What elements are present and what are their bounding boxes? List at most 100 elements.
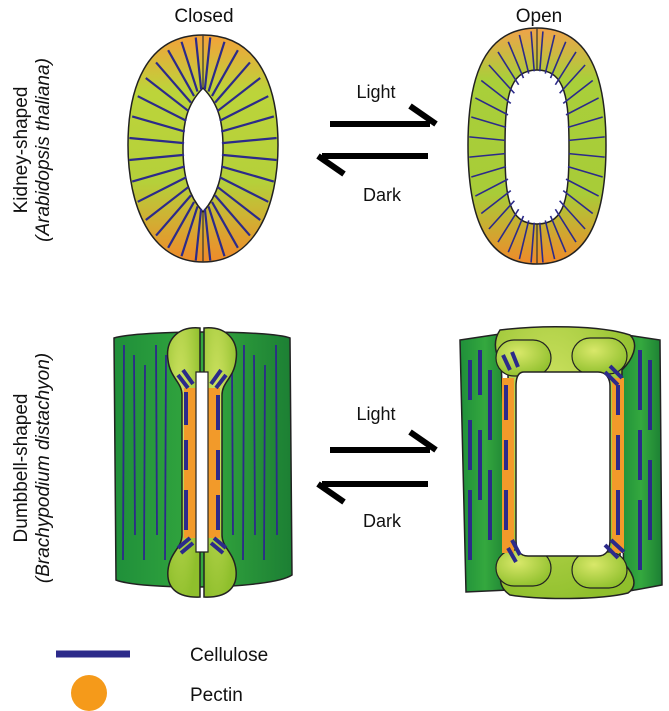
cellulose-fibril xyxy=(538,222,544,263)
arrow-group-top: Light Dark xyxy=(316,82,438,205)
cellulose-fibril xyxy=(544,220,556,260)
cellulose-fibril xyxy=(180,41,199,92)
column-header-open: Open xyxy=(516,6,562,27)
arrow-right-icon xyxy=(330,103,438,127)
cellulose-fibril xyxy=(155,61,192,104)
dumbbell-open-stoma xyxy=(459,325,663,600)
cellulose-fibril xyxy=(559,200,586,230)
arrow-label-dark-2: Dark xyxy=(363,511,402,531)
cellulose-fibril xyxy=(554,208,577,243)
cellulose-fibril xyxy=(131,115,186,133)
cellulose-fibril xyxy=(567,165,603,178)
kidney-open-stoma xyxy=(467,27,607,265)
cellulose-fibril xyxy=(544,34,556,74)
cellulose-fibril xyxy=(217,186,261,221)
cellulose-fibril xyxy=(137,95,187,122)
cellulose-fibril xyxy=(518,220,530,260)
cellulose-fibril xyxy=(518,34,530,74)
cellulose-fibril xyxy=(559,64,586,94)
cellulose-fibril xyxy=(207,206,226,257)
cellulose-fibril xyxy=(231,364,234,536)
cellulose-fibril xyxy=(488,200,515,230)
row-label-dumbbell-species: (Brachypodium distachyon) xyxy=(33,353,54,583)
cellulose-fibril xyxy=(562,189,594,215)
cellulose-fibril xyxy=(530,31,536,72)
cellulose-fibril xyxy=(469,136,506,142)
row-label-dumbbell: Dumbbell-shaped (Brachypodium distachyon… xyxy=(11,353,54,583)
cellulose-fibril xyxy=(549,215,567,253)
cellulose-fibril xyxy=(549,41,567,79)
arrow-group-bottom: Light Dark xyxy=(316,404,438,531)
cellulose-fibril xyxy=(471,165,507,178)
arrow-left-icon xyxy=(316,153,428,177)
cellulose-fibril xyxy=(488,64,515,94)
cellulose-fibril xyxy=(568,152,605,158)
cellulose-fibril xyxy=(567,116,603,129)
cellulose-fibril xyxy=(242,344,245,561)
cellulose-fibril xyxy=(210,49,239,97)
cellulose-fibril xyxy=(155,194,192,237)
cellulose-fibril xyxy=(203,37,212,90)
cellulose-fibril xyxy=(480,189,512,215)
cellulose-fibril xyxy=(263,364,266,561)
legend: Cellulose Pectin xyxy=(56,645,268,711)
cellulose-fibril xyxy=(194,208,203,261)
cellulose-fibril xyxy=(143,364,146,561)
cellulose-fibril xyxy=(219,95,269,122)
cellulose-fibril xyxy=(167,201,196,249)
arrow-right-icon-2 xyxy=(330,429,438,453)
cellulose-fibril xyxy=(180,206,199,257)
cellulose-legend-label: Cellulose xyxy=(190,645,268,666)
cellulose-fibril xyxy=(220,115,275,133)
cellulose-fibril xyxy=(210,201,239,249)
cellulose-fibril xyxy=(214,61,251,104)
cellulose-fibril xyxy=(220,165,275,183)
pectin-legend-swatch xyxy=(71,675,107,711)
cellulose-fibril xyxy=(507,41,525,79)
cellulose-fibril xyxy=(507,215,525,253)
cellulose-fibril xyxy=(129,136,185,145)
cellulose-fibril xyxy=(565,97,599,116)
arrow-left-icon-2 xyxy=(316,481,428,505)
cellulose-fibril xyxy=(133,354,136,536)
row-label-dumbbell-shape: Dumbbell-shaped xyxy=(11,394,32,543)
cellulose-fibril xyxy=(497,51,520,86)
pectin-legend-label: Pectin xyxy=(190,685,243,706)
cellulose-fibril xyxy=(217,77,261,112)
cellulose-fibril xyxy=(554,51,577,86)
cellulose-fibril xyxy=(122,344,125,561)
cellulose-fibril xyxy=(221,153,277,162)
cellulose-fibril xyxy=(155,344,158,536)
dumbbell-closed-stoma xyxy=(113,327,293,598)
column-header-closed: Closed xyxy=(174,6,233,27)
arrow-label-light-2: Light xyxy=(356,404,395,424)
cellulose-fibril xyxy=(203,208,212,261)
cellulose-fibril xyxy=(475,178,509,197)
cellulose-fibril xyxy=(129,153,185,162)
cellulose-fibril xyxy=(562,79,594,105)
row-label-kidney-species: (Arabidopsis thaliana) xyxy=(33,58,54,242)
arrow-label-light: Light xyxy=(356,82,395,102)
cellulose-fibril xyxy=(145,77,189,112)
cellulose-fibril xyxy=(219,176,269,203)
cellulose-fibril xyxy=(131,165,186,183)
cellulose-fibril xyxy=(167,49,196,97)
cellulose-fibril xyxy=(145,186,189,221)
row-label-kidney: Kidney-shaped (Arabidopsis thaliana) xyxy=(11,58,54,242)
cellulose-fibril xyxy=(538,31,544,72)
kidney-closed-stoma xyxy=(127,34,279,263)
cellulose-fibril xyxy=(207,41,226,92)
cellulose-fibril xyxy=(565,178,599,197)
cellulose-fibril xyxy=(475,97,509,116)
cellulose-fibril xyxy=(530,222,536,263)
cellulose-fibril xyxy=(497,208,520,243)
cellulose-fibril xyxy=(480,79,512,105)
cellulose-fibril xyxy=(137,176,187,203)
cellulose-fibril xyxy=(275,344,278,536)
cellulose-fibril xyxy=(253,354,256,536)
cellulose-fibril xyxy=(469,152,506,158)
cellulose-fibril xyxy=(194,37,203,90)
cellulose-fibril xyxy=(164,354,167,561)
cellulose-fibril xyxy=(214,194,251,237)
